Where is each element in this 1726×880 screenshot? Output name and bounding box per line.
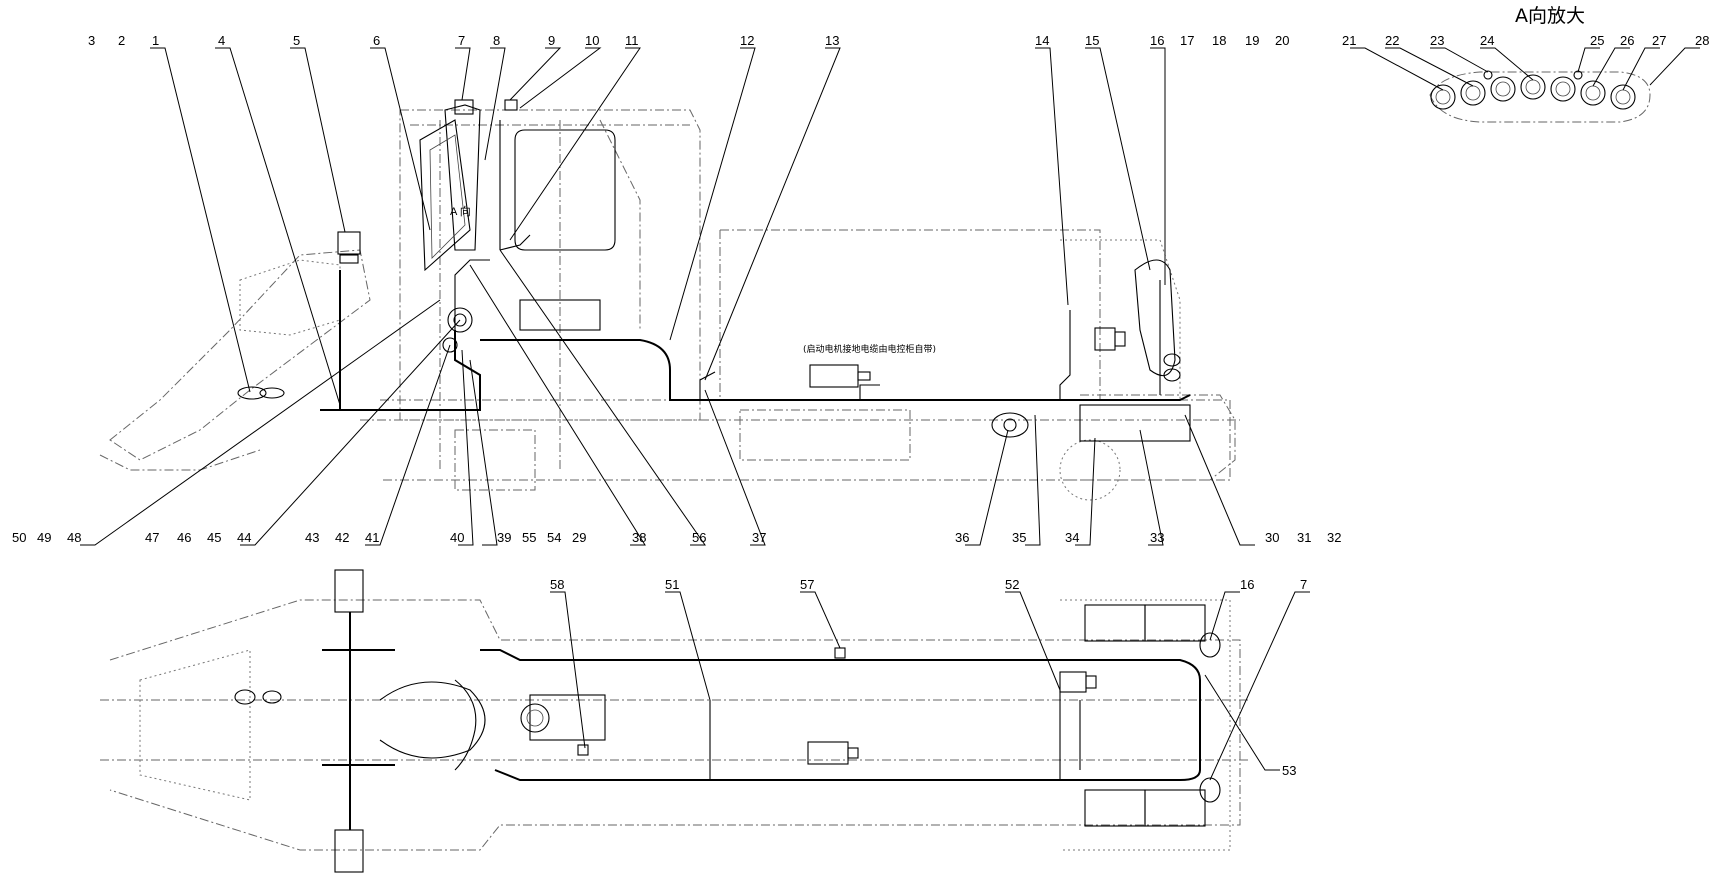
callout-17: 17: [1180, 33, 1194, 48]
callout-21: 21: [1342, 33, 1356, 48]
callout-25: 25: [1590, 33, 1604, 48]
callout-38: 38: [632, 530, 646, 545]
callout-57: 57: [800, 577, 814, 592]
callout-6: 6: [373, 33, 380, 48]
callout-52: 52: [1005, 577, 1019, 592]
callout-30: 30: [1265, 530, 1279, 545]
callout-49: 49: [37, 530, 51, 545]
callout-labels-lower: 58 51 57 52 16 7 53: [550, 577, 1307, 778]
callout-47: 47: [145, 530, 159, 545]
callout-7: 7: [458, 33, 465, 48]
callout-45: 45: [207, 530, 221, 545]
callout-26: 26: [1620, 33, 1634, 48]
callout-16: 16: [1150, 33, 1164, 48]
callout-36: 36: [955, 530, 969, 545]
callout-22: 22: [1385, 33, 1399, 48]
callout-3: 3: [88, 33, 95, 48]
detail-title: A向放大: [1515, 5, 1585, 27]
callout-55: 55: [522, 530, 536, 545]
callout-31: 31: [1297, 530, 1311, 545]
callout-43: 43: [305, 530, 319, 545]
callout-54: 54: [547, 530, 561, 545]
callout-42: 42: [335, 530, 349, 545]
callout-24: 24: [1480, 33, 1494, 48]
detail-a-view: A向放大: [1429, 5, 1651, 123]
callout-37: 37: [752, 530, 766, 545]
callout-46: 46: [177, 530, 191, 545]
callout-16-lower: 16: [1240, 577, 1254, 592]
callout-39: 39: [497, 530, 511, 545]
callout-34: 34: [1065, 530, 1079, 545]
callout-53: 53: [1282, 763, 1296, 778]
callout-13: 13: [825, 33, 839, 48]
callout-48: 48: [67, 530, 81, 545]
callout-leaders: [80, 47, 1700, 781]
callout-35: 35: [1012, 530, 1026, 545]
callout-8: 8: [493, 33, 500, 48]
callout-28: 28: [1695, 33, 1709, 48]
callout-58: 58: [550, 577, 564, 592]
callout-1: 1: [152, 33, 159, 48]
callout-4: 4: [218, 33, 225, 48]
callout-10: 10: [585, 33, 599, 48]
callout-11: 11: [625, 33, 639, 48]
callout-29: 29: [572, 530, 586, 545]
component-note: (启动电机接地电缆由电控柜自带): [803, 343, 936, 355]
callout-20: 20: [1275, 33, 1289, 48]
callout-12: 12: [740, 33, 754, 48]
callout-labels-middle: 50 49 48 47 46 45 44 43 42 41 40 39 55 5…: [12, 530, 1341, 545]
callout-9: 9: [548, 33, 555, 48]
callout-14: 14: [1035, 33, 1049, 48]
callout-40: 40: [450, 530, 464, 545]
callout-44: 44: [237, 530, 251, 545]
callout-7-lower: 7: [1300, 577, 1307, 592]
callout-27: 27: [1652, 33, 1666, 48]
callout-41: 41: [365, 530, 379, 545]
plan-view: [100, 569, 1250, 873]
callout-2: 2: [118, 33, 125, 48]
callout-33: 33: [1150, 530, 1164, 545]
callout-5: 5: [293, 33, 300, 48]
callout-18: 18: [1212, 33, 1226, 48]
callout-19: 19: [1245, 33, 1259, 48]
callout-56: 56: [692, 530, 706, 545]
callout-51: 51: [665, 577, 679, 592]
view-direction-label: A 向: [450, 204, 471, 218]
callout-50: 50: [12, 530, 26, 545]
callout-15: 15: [1085, 33, 1099, 48]
callout-32: 32: [1327, 530, 1341, 545]
side-view: A 向 (启动电机接地电缆由电控柜自带): [99, 99, 1240, 501]
callout-23: 23: [1430, 33, 1444, 48]
callout-labels-top: 3 2 1 4 5 6 7 8 9 10 11 12 13 14 15 16 1…: [88, 33, 1709, 48]
